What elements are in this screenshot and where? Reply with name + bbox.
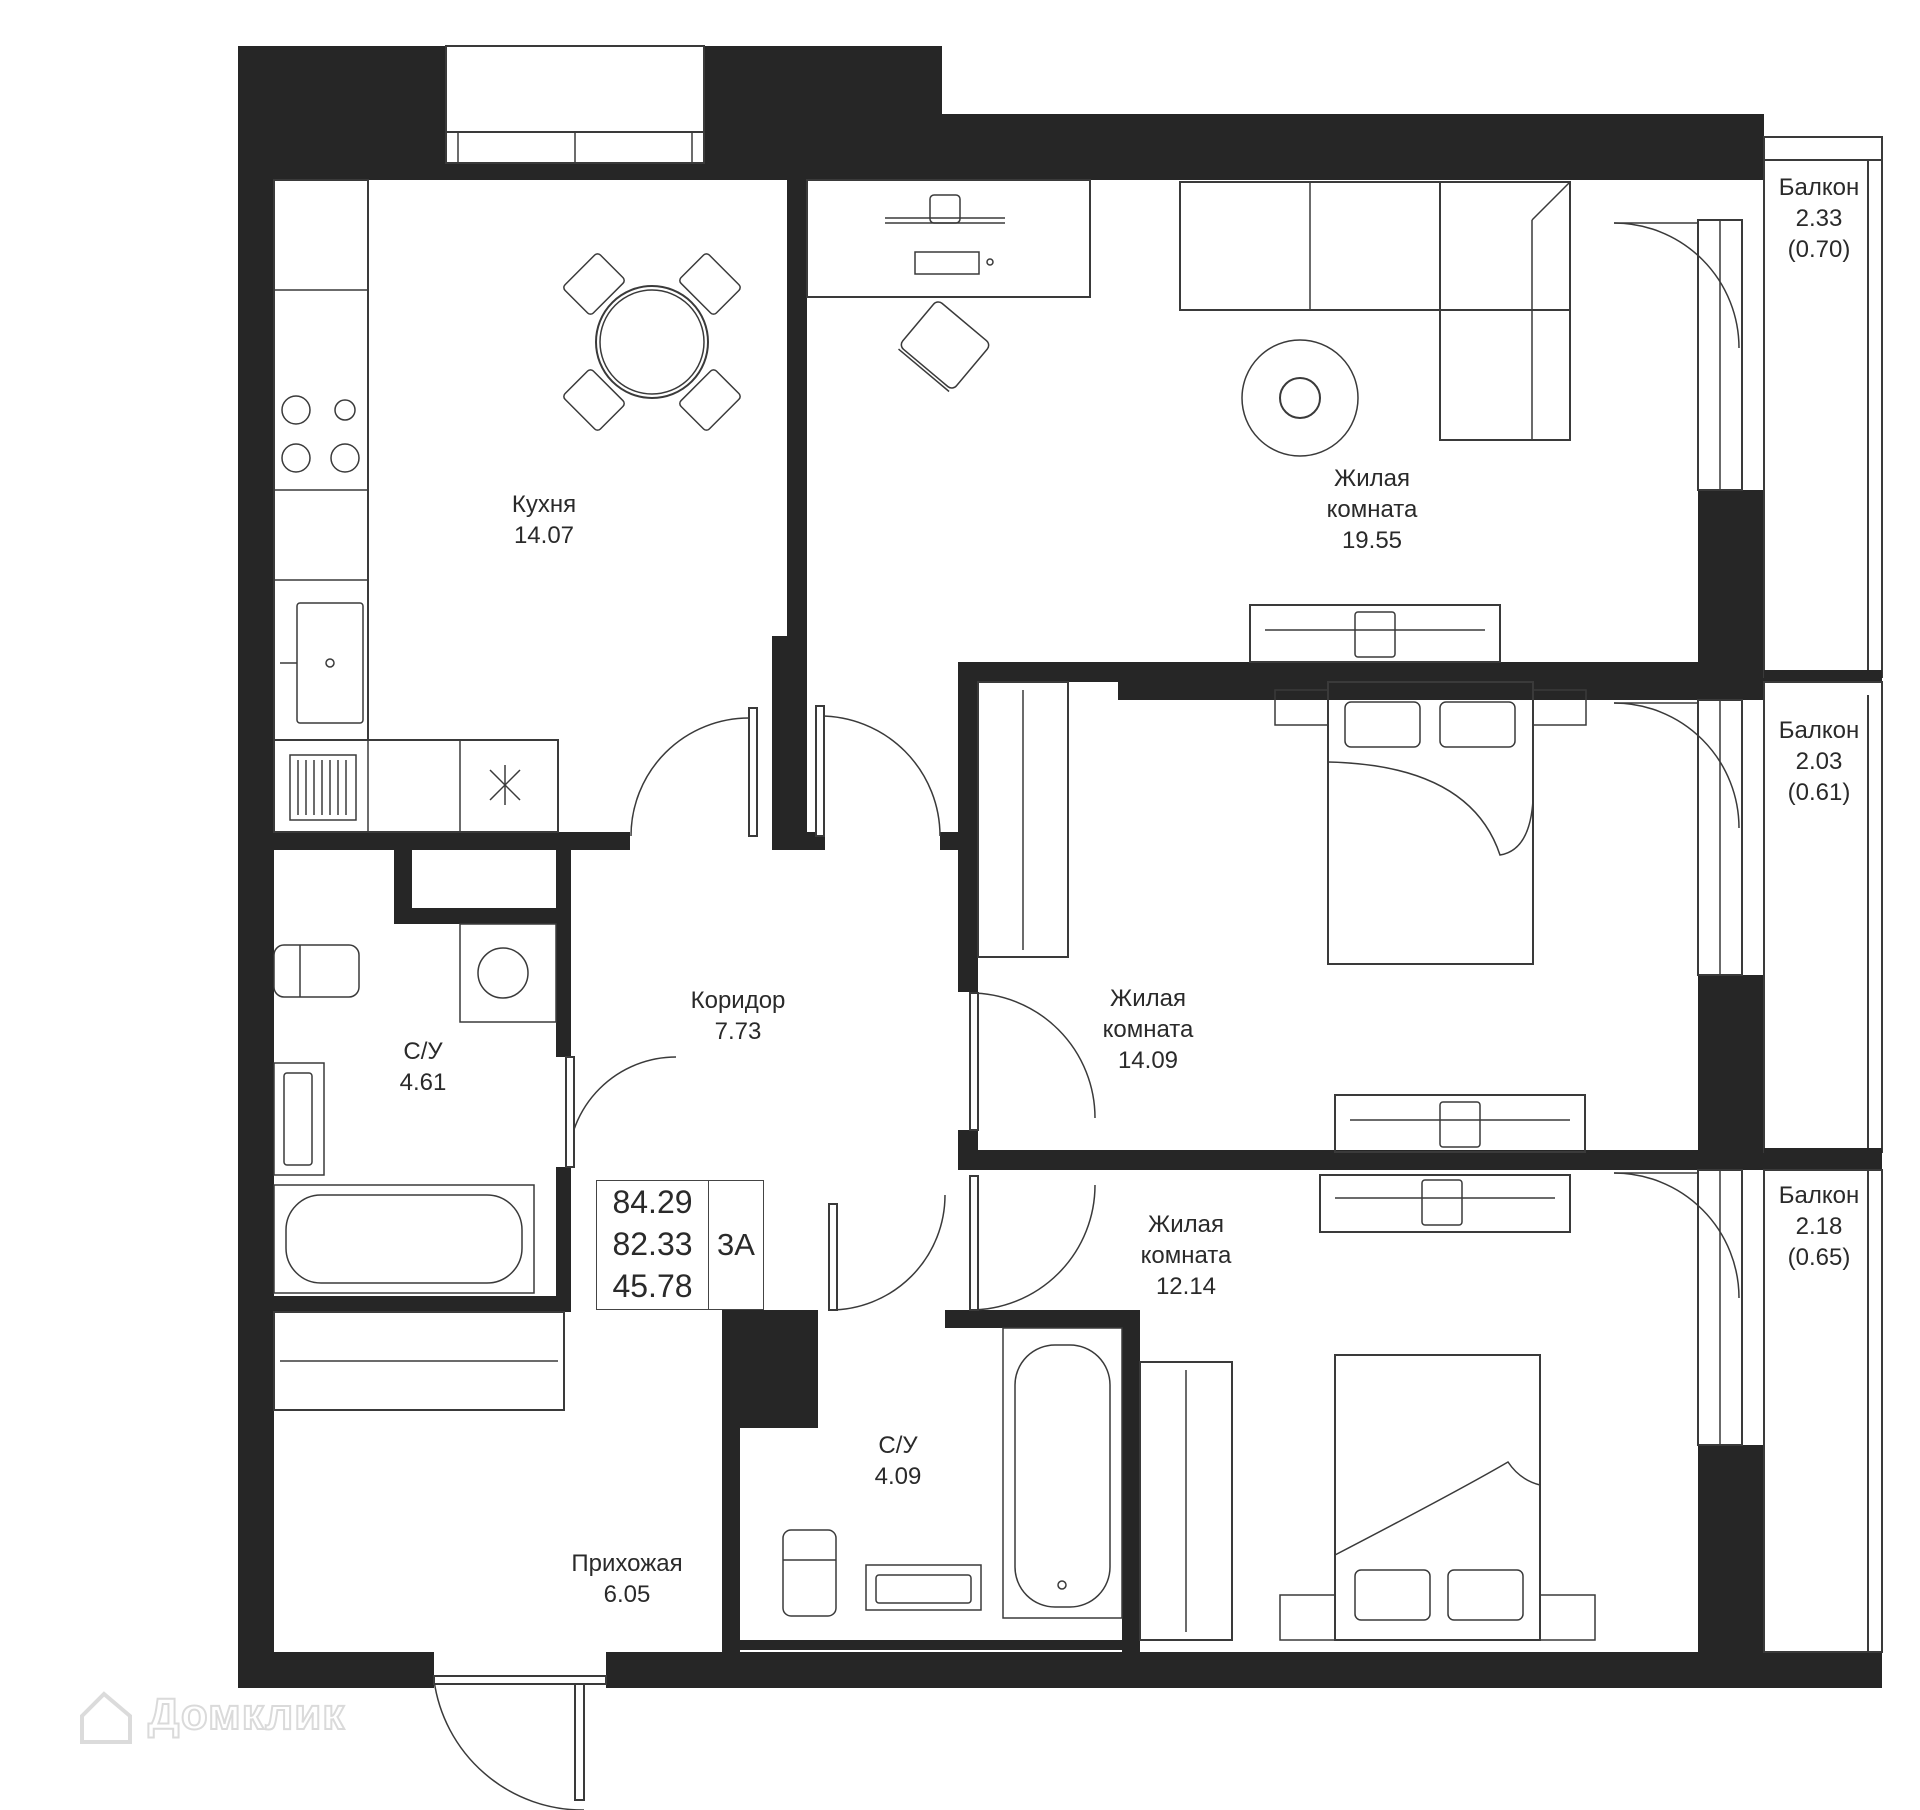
living-room-mid-label: Жилая комната 14.09 [1102,985,1194,1074]
corner-sofa-icon [1179,181,1571,441]
coffee-table-icon [1241,339,1359,457]
apartment-type: 3А [717,1227,755,1262]
bathroom-center-label: С/У 4.09 [874,1432,922,1490]
house-logo-icon [80,1691,132,1744]
bathtub-icon [273,1184,535,1294]
tv-icon-2 [1334,1094,1586,1153]
toilet-icon [273,944,360,998]
watermark: Домклик [147,1685,346,1745]
double-bed-icon-2 [1279,1354,1596,1641]
wardrobe-icon-2 [1139,1361,1233,1641]
balcony-label-2: Балкон 2.03 (0.61) [1778,717,1860,806]
balcony-label-1: Балкон 2.33 (0.70) [1778,174,1860,263]
windows [445,45,1743,1446]
kitchen-label: Кухня 14.07 [511,491,577,549]
area-without-balcony: 82.33 [612,1226,693,1262]
corridor-label: Коридор 7.73 [690,987,786,1045]
living-area: 45.78 [612,1268,693,1304]
area-values: 84.29 82.33 45.78 [597,1181,709,1309]
bathroom-sink-icon [273,1062,325,1176]
stove-icon [281,395,360,473]
hallway-wardrobe-icon [273,1311,565,1411]
total-area: 84.29 [612,1184,693,1220]
dining-table-icon [563,253,741,431]
toilet-icon-2 [782,1529,837,1617]
walls [238,46,1882,1688]
living-room-low-label: Жилая комната 12.14 [1140,1211,1232,1300]
bathroom-sink-icon-2 [865,1564,982,1611]
desk-icon [806,179,1091,393]
kitchen-sink-icon [280,602,364,724]
balcony-label-3: Балкон 2.18 (0.65) [1778,1182,1860,1271]
hallway-label: Прихожая 6.05 [571,1550,683,1608]
tv-icon [1249,604,1501,663]
watermark-text: Домклик [147,1689,346,1740]
wardrobe-icon [977,681,1069,958]
apartment-area-summary: 84.29 82.33 45.78 3А [596,1180,764,1310]
bathroom-left-label: С/У 4.61 [399,1038,447,1096]
tv-icon-3 [1319,1174,1571,1233]
living-room-main-label: Жилая комната 19.55 [1326,465,1418,554]
kitchen-cabinets [273,179,559,833]
double-bed-icon [1274,681,1587,965]
dishwasher-icon [289,754,357,821]
washing-machine-icon [459,923,557,1023]
balcony-rails [1763,136,1883,1653]
bathtub-icon-2 [1002,1327,1123,1619]
fridge-icon [489,765,521,805]
doors [433,222,1740,1810]
